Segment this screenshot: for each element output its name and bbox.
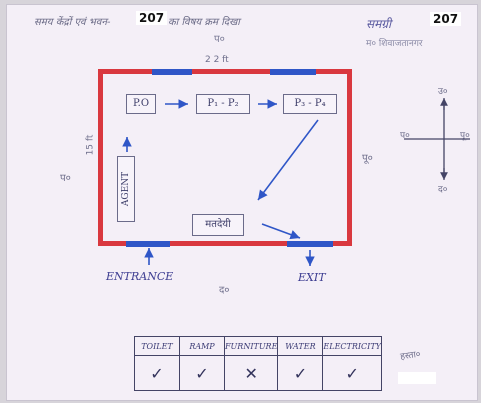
facilities-status-row: ✓ ✓ ✕ ✓ ✓ bbox=[134, 355, 382, 391]
right-subheading: म० शिवाजतानगर bbox=[366, 39, 423, 49]
facility-status-furniture: ✕ bbox=[223, 355, 279, 391]
window-top-1 bbox=[152, 69, 192, 75]
room-outline bbox=[98, 69, 352, 246]
compass-west-label: प० bbox=[400, 131, 410, 141]
facilities-header-row: TOILET RAMP FURNITURE WATER ELECTRICITY bbox=[134, 336, 382, 356]
facility-status-electricity: ✓ bbox=[322, 355, 382, 391]
top-dimension: 2 2 ft bbox=[205, 55, 229, 65]
entrance-label: ENTRANCE bbox=[106, 270, 174, 283]
polling-officers-1-2-box: P₁ - P₂ bbox=[196, 94, 250, 114]
presiding-officer-box: P.O bbox=[126, 94, 156, 114]
exit-label: EXIT bbox=[298, 271, 326, 284]
arrow-p3p4-to-compartment bbox=[257, 119, 319, 201]
voting-compartment-box: मतदेयी bbox=[192, 214, 244, 236]
compass-south-label: द० bbox=[438, 185, 448, 195]
exit-door bbox=[287, 241, 333, 247]
facility-header-toilet: TOILET bbox=[134, 336, 180, 356]
header-number: 207 bbox=[136, 11, 168, 25]
facility-status-toilet: ✓ bbox=[134, 355, 180, 391]
facility-header-water: WATER bbox=[277, 336, 324, 356]
facility-header-ramp: RAMP bbox=[179, 336, 225, 356]
right-heading: समग्री bbox=[366, 17, 392, 31]
facility-status-ramp: ✓ bbox=[179, 355, 225, 391]
compass-north-label: उ० bbox=[438, 87, 448, 97]
right-direction-mark: पू० bbox=[362, 153, 373, 164]
facility-status-water: ✓ bbox=[277, 355, 324, 391]
facility-header-electricity: ELECTRICITY bbox=[322, 336, 382, 356]
agent-box: AGENT bbox=[117, 156, 135, 222]
header-title: समय केंद्रों एवं भवन- bbox=[34, 17, 111, 28]
compass-east-label: पू० bbox=[460, 131, 470, 141]
header-subtitle: प० bbox=[214, 34, 225, 45]
facility-header-furniture: FURNITURE bbox=[223, 336, 279, 356]
window-top-2 bbox=[270, 69, 316, 75]
facilities-table: TOILET RAMP FURNITURE WATER ELECTRICITY … bbox=[134, 336, 382, 391]
header-title-suffix: का विषय क्रम दिखा bbox=[168, 17, 240, 28]
entrance-door bbox=[126, 241, 170, 247]
left-direction-mark: प० bbox=[60, 173, 71, 184]
bottom-direction-mark: द० bbox=[219, 285, 230, 296]
arrow-compartment-to-exit bbox=[261, 223, 301, 240]
right-number: 207 bbox=[430, 12, 462, 26]
polling-officers-3-4-box: P₃ - P₄ bbox=[283, 94, 337, 114]
redacted-patch bbox=[398, 372, 436, 384]
